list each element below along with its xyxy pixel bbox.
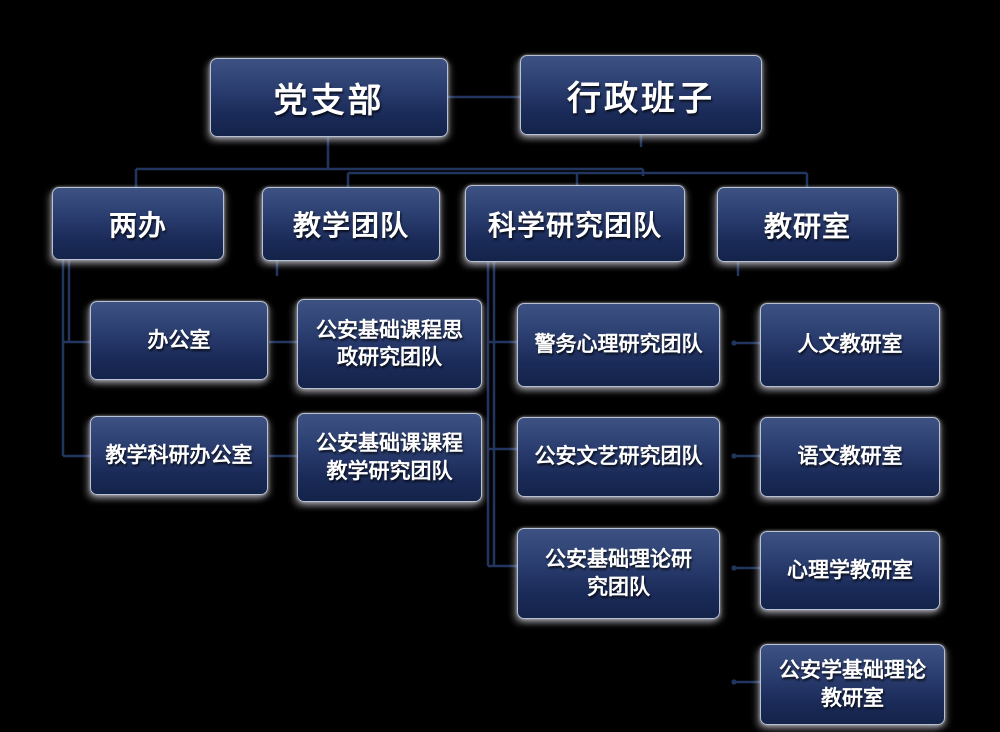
node-label: 公安学基础理论 教研室 <box>779 659 926 710</box>
node-label: 公安基础课程思 政研究团队 <box>316 318 463 369</box>
node-label: 公安基础课课程 教学研究团队 <box>316 432 463 483</box>
science-team-branch-connectors <box>486 260 518 568</box>
level1-connectors <box>134 95 809 189</box>
node-liangban: 两办 <box>52 187 224 260</box>
node-label: 公安文艺研究团队 <box>534 445 703 469</box>
node-science-research-team: 科学研究团队 <box>465 185 685 262</box>
node-teaching-team: 教学团队 <box>262 187 440 261</box>
node-psychology-office: 心理学教研室 <box>760 531 940 610</box>
node-chinese-office: 语文教研室 <box>760 417 940 497</box>
node-label: 教学科研办公室 <box>105 443 253 467</box>
node-admin-team: 行政班子 <box>520 55 762 135</box>
node-label: 教学团队 <box>292 210 409 241</box>
node-label: 教研室 <box>763 210 851 242</box>
node-police-basic-theory-team: 公安基础理论研 究团队 <box>517 528 720 619</box>
node-police-science-theory-office: 公安学基础理论 教研室 <box>760 644 945 725</box>
node-police-psychology-team: 警务心理研究团队 <box>517 303 720 387</box>
teaching-team-branch-connectors <box>269 260 298 458</box>
node-label: 科学研究团队 <box>487 209 662 241</box>
node-course-teaching-research-team: 公安基础课课程 教学研究团队 <box>297 413 482 502</box>
node-label: 心理学教研室 <box>787 558 913 582</box>
node-party-branch: 党支部 <box>210 58 448 137</box>
node-label: 人文教研室 <box>797 333 903 357</box>
node-teaching-research-office: 教研室 <box>717 187 898 262</box>
node-label: 警务心理研究团队 <box>534 333 703 357</box>
node-police-arts-team: 公安文艺研究团队 <box>517 417 720 497</box>
node-label: 党支部 <box>273 82 385 120</box>
node-general-office: 办公室 <box>90 301 268 380</box>
node-sizheng-research-team: 公安基础课程思 政研究团队 <box>297 299 482 389</box>
node-humanities-office: 人文教研室 <box>760 303 940 387</box>
node-label: 行政班子 <box>567 79 715 118</box>
node-label: 公安基础理论研 究团队 <box>545 548 692 599</box>
jiaoyanshi-branch-connectors <box>731 260 761 685</box>
liangban-branch-connectors <box>61 258 92 458</box>
node-teaching-research-admin-office: 教学科研办公室 <box>90 416 268 495</box>
node-label: 语文教研室 <box>797 445 903 469</box>
node-label: 两办 <box>108 209 167 241</box>
node-label: 办公室 <box>147 328 211 352</box>
